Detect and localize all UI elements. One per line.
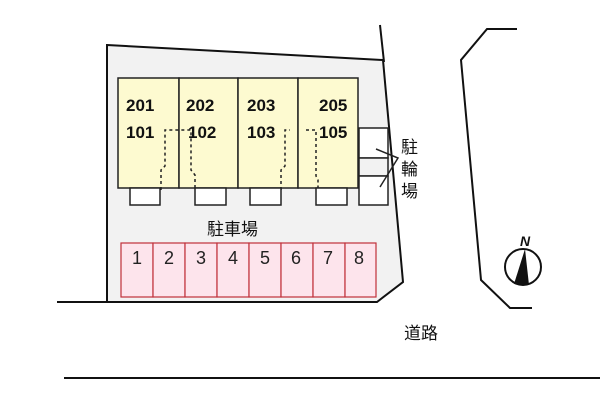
unit-205: 205: [319, 96, 347, 115]
entrance-steps: [129, 187, 348, 206]
compass-icon: N: [504, 233, 542, 286]
unit-202: 202: [186, 96, 214, 115]
unit-103: 103: [247, 123, 275, 142]
parking-space-4: 4: [228, 248, 238, 268]
building-1: [117, 77, 180, 189]
parking-space-3: 3: [196, 248, 206, 268]
bicycle-parking-label-3: 場: [401, 182, 418, 202]
bicycle-parking: [358, 127, 389, 206]
parking-space-2: 2: [164, 248, 174, 268]
unit-203: 203: [247, 96, 275, 115]
unit-102: 102: [188, 123, 216, 142]
building-4: [297, 77, 359, 189]
compass-north-label: N: [520, 233, 531, 249]
road-label: 道路: [404, 324, 438, 344]
parking-spaces: [120, 242, 377, 298]
parking-label: 駐車場: [207, 220, 258, 240]
unit-105: 105: [319, 123, 347, 142]
unit-101: 101: [126, 123, 154, 142]
building-2: [178, 77, 239, 189]
lot-edge-line: [379, 24, 385, 63]
parking-space-8: 8: [354, 248, 364, 268]
parking-space-7: 7: [323, 248, 333, 268]
parking-space-5: 5: [260, 248, 270, 268]
building-group: [117, 77, 359, 189]
parking-space-1: 1: [132, 248, 142, 268]
dashed-paths: [160, 129, 319, 190]
road-edge-right: [459, 28, 532, 309]
unit-201: 201: [126, 96, 154, 115]
parking-space-6: 6: [291, 248, 301, 268]
bicycle-parking-pointer: [375, 148, 400, 188]
bicycle-parking-label-2: 輪: [401, 160, 418, 180]
bicycle-parking-label-1: 駐: [401, 138, 418, 158]
